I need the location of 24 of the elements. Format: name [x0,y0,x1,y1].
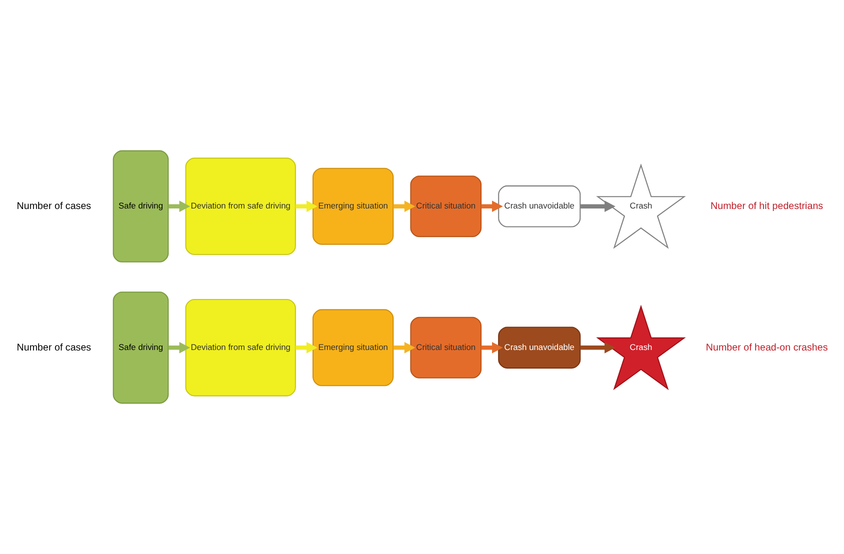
arrow [481,200,503,212]
arrow [481,342,503,354]
label: Number of cases [16,200,92,212]
node-box: Deviation from safe driving [185,298,296,396]
node-box: Crash unavoidable [498,185,581,228]
arrow [168,342,190,354]
node-box: Critical situation [410,176,482,238]
node-box: Safe driving [112,292,169,404]
arrow [393,200,416,212]
arrow [296,342,318,354]
arrow [168,200,190,212]
node-box: Deviation from safe driving [185,158,296,256]
label: Number of head-on crashes [706,342,828,354]
node-box: Critical situation [410,316,482,378]
label: Number of hit pedestrians [710,200,824,212]
arrow [296,200,318,212]
node-box: Crash unavoidable [498,326,581,369]
label: Number of cases [16,342,92,354]
node-box: Emerging situation [312,309,394,386]
arrow [580,342,616,354]
node-box: Emerging situation [312,168,394,245]
arrow [393,342,416,354]
node-box: Safe driving [112,150,169,262]
arrow [580,200,616,212]
